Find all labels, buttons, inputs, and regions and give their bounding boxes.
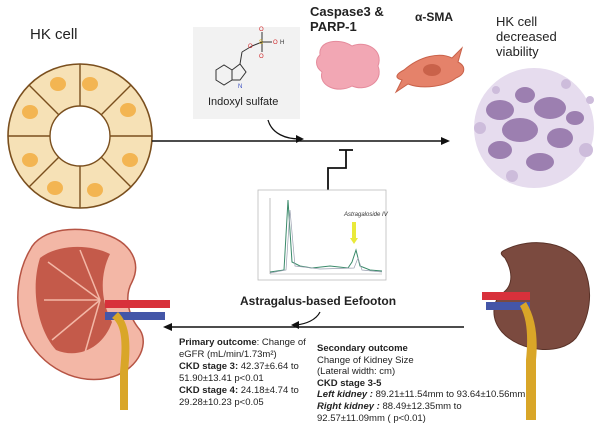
stage3-value-2: 51.90±13.41 p<0.01: [179, 373, 264, 384]
secondary-outcome-block: Secondary outcome Change of Kidney Size …: [317, 343, 597, 424]
alpha-sma-label: α-SMA: [415, 10, 454, 24]
primary-desc: : Change of: [256, 337, 306, 348]
chromatogram-trace-2: [269, 209, 383, 274]
svg-text:S: S: [259, 40, 263, 46]
hk-dec-line2: decreased: [496, 29, 557, 44]
kidney-cross-section-icon: [17, 228, 170, 410]
outcome-arrow: [163, 311, 464, 331]
svg-text:O: O: [259, 27, 264, 33]
indoxyl-sulfate-molecule-icon: [215, 32, 272, 86]
indoxyl-sulfate-label: Indoxyl sulfate: [208, 96, 279, 108]
chromatogram-chart: [257, 189, 387, 281]
svg-text:O: O: [273, 40, 278, 46]
left-kidney-value: 89.21±11.54mm to 93.64±10.56mm: [372, 389, 526, 401]
chromatogram-trace: [269, 199, 383, 273]
secondary-line1: Change of Kidney Size: [317, 354, 414, 366]
primary-metric: eGFR (mL/min/1.73m²): [179, 349, 277, 360]
hk-decreased-viability-label: HK cell decreased viability: [496, 14, 557, 59]
indoxyl-input-arrow: [267, 119, 301, 140]
damaged-cells-icon: [474, 68, 594, 188]
right-kidney-label: Right kidney :: [317, 400, 380, 412]
right-kidney-line: Right kidney : 88.49±12.35mm to: [317, 401, 597, 413]
caspase-line: Caspase3 &: [310, 4, 384, 19]
caspase-protein-icon: [316, 40, 380, 90]
svg-text:N: N: [238, 84, 242, 90]
svg-text:O: O: [259, 54, 264, 60]
left-kidney-line: Left kidney : 89.21±11.54mm to 93.64±10.…: [317, 389, 597, 401]
molecule-atoms: O S O O O H N: [238, 27, 284, 90]
stage4-value: 24.18±4.74 to: [238, 385, 299, 396]
indoxyl-sulfate-panel: [193, 27, 300, 119]
primary-outcome-block: Primary outcome: Change of eGFR (mL/min/…: [179, 337, 329, 409]
secondary-line2: (Lateral width: cm): [317, 366, 396, 378]
stage3-value: 42.37±6.64 to: [238, 361, 299, 372]
astragaloside-marker: [352, 222, 356, 238]
hk-dec-line3: viability: [496, 44, 539, 59]
secondary-stage: CKD stage 3-5: [317, 377, 382, 389]
stage4-value-2: 29.28±10.23 p<0.05: [179, 397, 264, 408]
left-kidney-label: Left kidney :: [317, 389, 373, 401]
astragalus-eefooton-label: Astragalus-based Eefooton: [240, 294, 397, 308]
svg-text:H: H: [280, 40, 284, 46]
primary-stage4-line: CKD stage 4: 24.18±4.74 to: [179, 385, 329, 397]
stage4-label: CKD stage 4:: [179, 385, 239, 396]
right-kidney-value-2: 92.57±11.09mm ( p<0.01): [317, 412, 426, 424]
astragaloside-label: Astragaloside IV: [343, 212, 389, 218]
primary-title: Primary outcome: [179, 337, 257, 348]
right-kidney-value: 88.49±12.35mm to: [379, 400, 462, 412]
stage3-label: CKD stage 3:: [179, 361, 239, 372]
svg-text:O: O: [248, 44, 253, 50]
secondary-title: Secondary outcome: [317, 343, 408, 354]
hk-cell-label: HK cell: [30, 26, 78, 43]
caspase-parp-label: Caspase3 & PARP-1: [310, 4, 384, 34]
hk-cell-tubule-icon: [7, 63, 153, 209]
hk-dec-line1: HK cell: [496, 14, 538, 29]
parp-line: PARP-1: [310, 19, 357, 34]
primary-title-line: Primary outcome: Change of: [179, 337, 329, 349]
primary-stage3-line: CKD stage 3: 42.37±6.64 to: [179, 361, 329, 373]
fibroblast-alpha-sma-icon: [394, 46, 465, 94]
whole-kidney-icon: [482, 242, 590, 420]
inhibition-symbol: [327, 149, 353, 190]
